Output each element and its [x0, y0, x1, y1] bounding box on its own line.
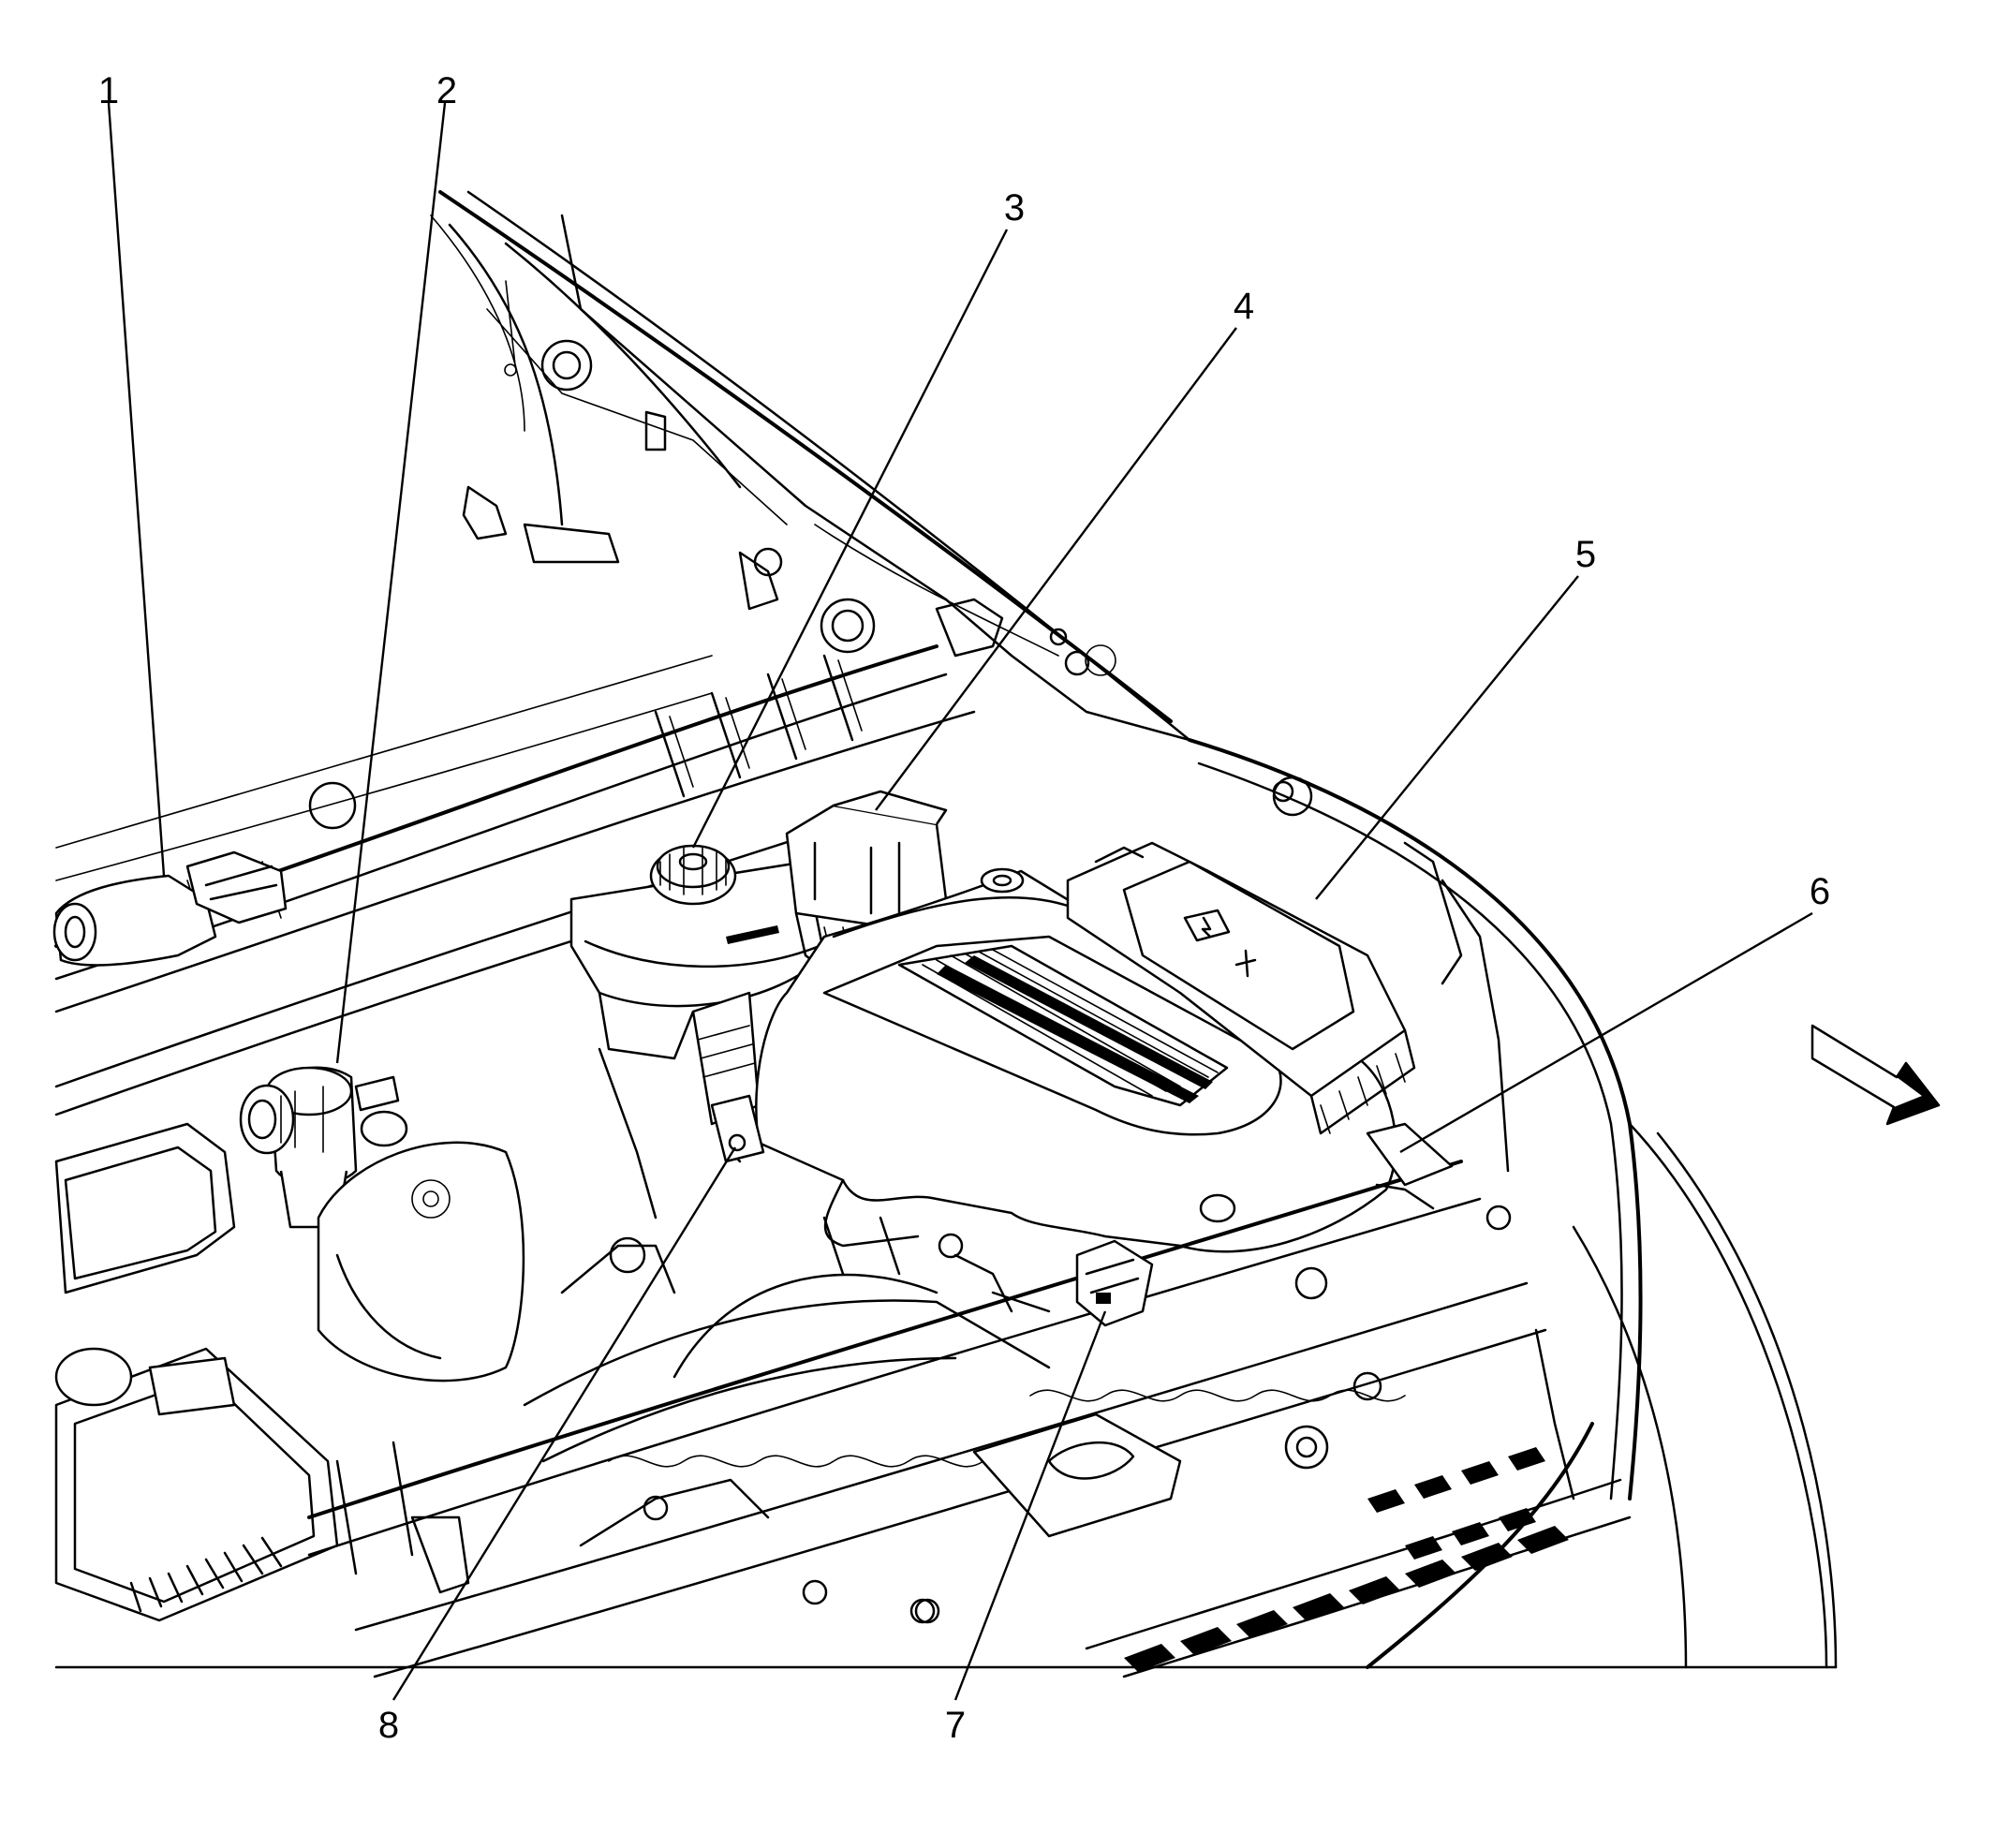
callout-leaders [107, 102, 1813, 1701]
line-art [52, 190, 1838, 1678]
inner-structure [523, 1047, 1051, 1547]
relay-connector [1075, 1239, 1154, 1327]
leader-3 [691, 229, 1009, 849]
leader-6 [1399, 911, 1813, 1154]
hood-latch-bracket [1366, 1122, 1454, 1210]
callout-1: 1 [98, 70, 119, 111]
callout-5: 5 [1575, 534, 1596, 575]
left-components [54, 1122, 525, 1622]
radiator-support [307, 1160, 1547, 1678]
fuse-block [785, 790, 948, 985]
leader-1 [107, 102, 166, 877]
leader-4 [875, 327, 1237, 811]
wiper-motor [52, 850, 288, 967]
callout-8: 8 [378, 1705, 399, 1746]
hood [430, 190, 1191, 742]
callout-7: 7 [945, 1705, 966, 1746]
callout-labels: 1 2 3 4 5 6 7 8 [98, 70, 1830, 1746]
leader-7 [953, 1310, 1107, 1701]
engine-cover [755, 867, 1397, 1253]
callout-6: 6 [1810, 871, 1830, 912]
callout-3: 3 [1004, 187, 1025, 229]
battery [1066, 841, 1416, 1135]
cowl-panel [54, 644, 976, 1116]
leader-8 [392, 1146, 737, 1701]
leader-5 [1315, 575, 1579, 900]
callout-4: 4 [1234, 286, 1254, 327]
purge-valve [239, 1066, 423, 1285]
front-fascia [1085, 644, 1838, 1669]
forward-direction-arrow-icon [1810, 1024, 1941, 1126]
mount-bracket [710, 1094, 765, 1163]
leader-2 [335, 102, 447, 1064]
callout-2: 2 [436, 70, 457, 111]
battery-icon [1183, 909, 1231, 942]
front-grille [909, 1328, 1632, 1678]
